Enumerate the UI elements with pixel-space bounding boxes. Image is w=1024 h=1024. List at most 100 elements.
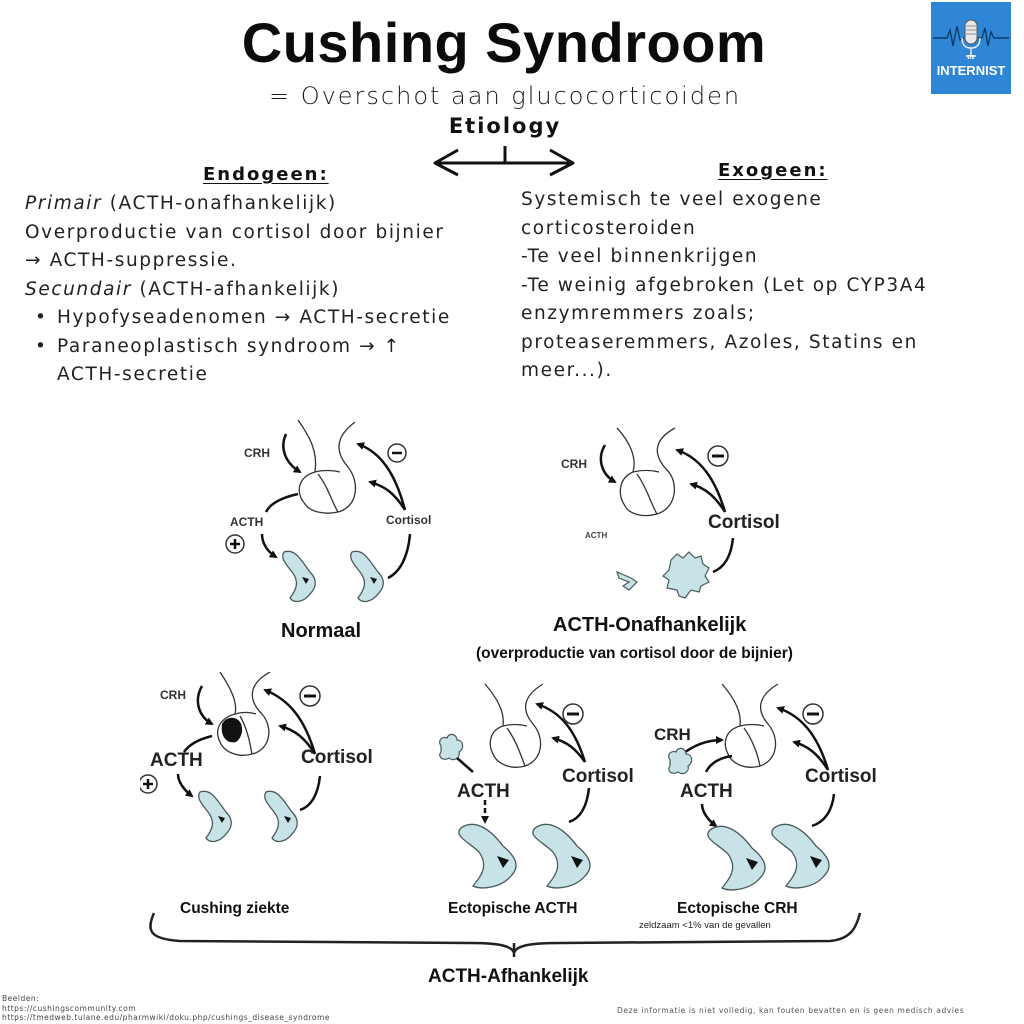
ectopic-tumor-icon [668,747,693,775]
crh-label: CRH [244,446,270,460]
tumor-line [456,757,474,773]
primair-label: Primair [25,193,103,214]
cortisol-line [811,793,836,828]
hypothalamus-pituitary [297,419,357,514]
adrenal-kidney-left [282,550,316,603]
crh-label: CRH [160,688,186,702]
group-brace [149,912,862,957]
acth-line [704,754,733,773]
list-item: •Paraneoplastisch syndroom → ↑ [25,333,451,362]
diagram-ectopische-acth: ACTH Cortisol [439,683,634,889]
plus-icon [140,774,158,794]
caption-cushing-ziekte: Cushing ziekte [180,900,290,917]
microphone-heartbeat-icon [933,19,1009,57]
crh-label: CRH [561,457,587,471]
rarity-note: zeldzaam <1% van de gevallen [639,920,771,931]
exogeen-line: meer...). [521,360,613,381]
exogeen-text: Systemisch te veel exogene corticosteroi… [521,186,927,386]
exogeen-line: -Te weinig afgebroken (Let op CYP3A4 [521,274,928,296]
atrophic-adrenal-icon [616,570,638,591]
sources: Beelden: https://cushingscommunity.com h… [2,994,330,1023]
exogeen-line: proteaseremmers, Azoles, Statins en [521,331,918,353]
acth-line [182,734,213,753]
feedback-arrow-1 [776,706,830,771]
feedback-arrow-2 [689,481,727,513]
secundair-detail: (ACTH-afhankelijk) [131,278,341,300]
cortisol-label: Cortisol [386,513,431,527]
bullet-text: Hypofyseadenomen → ACTH-secretie [57,307,451,328]
cortisol-label: Cortisol [301,747,373,768]
minus-icon [299,685,321,707]
primair-line: Primair (ACTH-onafhankelijk) [25,190,451,219]
endogeen-heading: Endogeen: [203,164,329,185]
logo-name: INTERNIST [936,63,1006,78]
primair-detail: (ACTH-onafhankelijk) [102,193,337,214]
feedback-arrow-2 [368,479,407,511]
hypothalamus-pituitary [721,683,779,768]
exogeen-line: Systemisch te veel exogene [521,189,823,210]
minus-icon [387,443,407,463]
page-title: Cushing Syndroom [241,11,767,74]
de-internist-logo: DE INTERNIST [931,2,1011,94]
source-link[interactable]: https://cushingscommunity.com [2,1003,137,1013]
cortisol-line [568,787,591,824]
caption-ectopische-acth: Ectopische ACTH [448,900,578,917]
exogeen-line: corticosteroiden [521,217,697,239]
hypothalamus-pituitary [484,683,544,768]
acth-arrow [260,533,278,559]
cortisol-label: Cortisol [708,512,780,533]
cortisol-label: Cortisol [805,766,877,787]
diagram-cushing-ziekte: CRH ACTH Cortisol [140,672,373,843]
diagram-acth-onafhankelijk: CRH ACTH Cortisol [561,427,780,599]
secundair-label: Secundair [25,278,132,300]
cortisol-line [712,537,735,574]
list-item: •Hypofyseadenomen → ACTH-secretie [25,304,451,333]
ectopic-tumor-icon [439,733,464,761]
cortisol-line [387,533,412,580]
hypothalamus-pituitary [217,672,271,756]
acth-arrow [700,803,718,828]
feedback-arrow-1 [356,442,407,511]
adrenal-kidney-left [198,790,232,843]
acth-label: ACTH [680,781,733,802]
sources-label: Beelden: [2,994,40,1003]
caption-ectopische-crh: Ectopische CRH [677,900,798,917]
plus-icon [225,534,245,554]
group-label-acth-afhankelijk: ACTH-Afhankelijk [428,966,589,987]
disclaimer: Deze informatie is niet volledig, kan fo… [617,1006,965,1015]
bullet-continuation: ACTH-secretie [57,364,209,385]
suppressie-line: → ACTH-suppressie. [25,250,238,271]
logo-prefix: DE [967,55,975,61]
feedback-arrow-2 [278,723,317,755]
caption-normaal: Normaal [281,620,362,642]
subcaption-acth-onafhankelijk: (overproductie van cortisol door de bijn… [476,645,793,662]
acth-label: ACTH [150,750,203,771]
crh-arrow [282,433,302,474]
exogeen-heading: Exogeen: [718,160,828,181]
feedback-arrow-1 [675,448,727,513]
adrenal-kidney-right [350,550,384,603]
overproductie-line: Overproductie van cortisol door bijnier [25,221,445,243]
cortisol-line [299,775,322,812]
etiology-heading: Etiology [448,114,562,138]
feedback-arrow-1 [535,702,587,763]
diagram-normaal: CRH ACTH Cortisol [225,419,431,603]
minus-icon [707,445,729,467]
exogeen-line: -Te veel binnenkrijgen [521,246,759,267]
acth-label: ACTH [457,781,510,802]
page-subtitle: = Overschot aan glucocorticoiden [268,82,742,110]
secundair-line: Secundair (ACTH-afhankelijk) [25,276,451,305]
minus-icon [802,703,824,725]
adrenal-hyperplasia-left [458,823,517,889]
bullet-text: Paraneoplastisch syndroom → ↑ [57,335,401,357]
cortisol-label: Cortisol [562,766,634,787]
hypothalamus-pituitary [616,427,676,517]
pituitary-adenoma-icon [221,717,243,743]
acth-line [264,492,299,513]
feedback-arrow-2 [551,735,587,763]
crh-arrow [196,685,214,726]
crh-label: CRH [654,725,691,744]
caption-acth-onafhankelijk: ACTH-Onafhankelijk [553,614,747,636]
acth-arrow [176,773,194,798]
source-link[interactable]: https://tmedweb.tulane.edu/pharmwiki/dok… [2,1013,330,1022]
